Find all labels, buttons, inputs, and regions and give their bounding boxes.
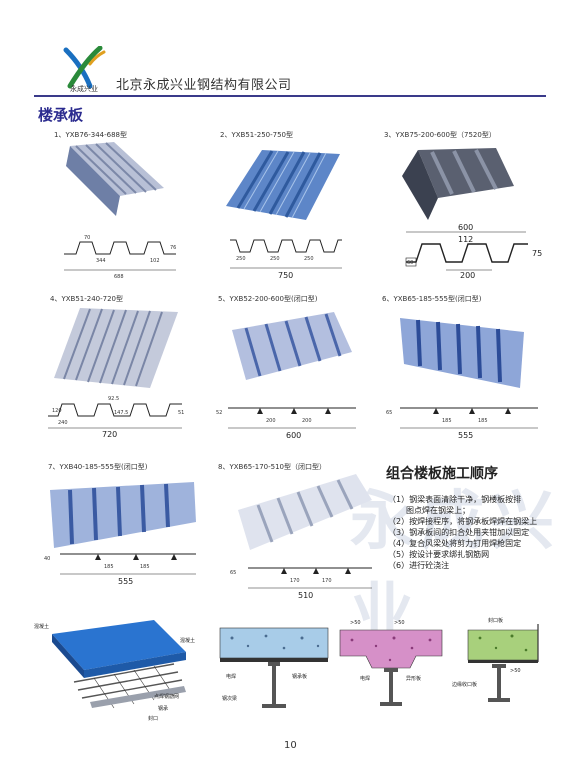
product-8-label: 8、YXB65-170-510型（闭口型） (218, 463, 327, 471)
p4-dim-720: 720 (102, 430, 117, 438)
construction-steps: （1）钢梁表面清除干净，钢楼板按排 图点焊在钢梁上； （2）按焊接程序，将钢承板… (388, 494, 537, 571)
d1-label-concrete-b: 混凝土 (180, 637, 195, 644)
p4-dim-92.5: 92.5 (108, 396, 119, 402)
product-5-label: 5、YXB52-200-600型(闭口型) (218, 295, 318, 303)
step-line: （6）进行砼浇注 (388, 561, 450, 570)
p8-dim-170-a: 170 (290, 578, 300, 584)
p6-dim-185-a: 185 (442, 418, 452, 424)
step-line: （1）钢梁表面清除干净，钢楼板按排 (388, 495, 522, 504)
product-6-profile: 65 185 185 555 (386, 407, 538, 440)
p4-dim-240: 240 (58, 420, 68, 426)
p7-dim-185-a: 185 (104, 564, 114, 570)
product-2-profile: 250 250 250 750 (230, 239, 342, 280)
p3-dim-112: 112 (458, 235, 473, 244)
logo-text: 永成兴业 (70, 85, 98, 93)
d2-label-secondary-beam: 钢次梁 (222, 695, 237, 702)
d1-label-concrete-a: 混凝土 (34, 623, 49, 630)
edge-closure-diagram: 封口板 >50 边缘收口板 (452, 617, 539, 702)
d1-label-deck: 钢承 (158, 705, 168, 712)
product-1-label: 1、YXB76-344-688型 (54, 131, 128, 139)
p1-dim-688: 688 (114, 274, 124, 280)
p3-dim-75: 75 (532, 249, 542, 258)
p7-dim-185-b: 185 (140, 564, 150, 570)
p3-dim-200: 200 (460, 271, 475, 280)
company-name: 北京永成兴业钢结构有限公司 (116, 78, 292, 93)
p5-dim-200-a: 200 (266, 418, 276, 424)
page-number: 10 (284, 740, 297, 751)
product-7-label: 7、YXB40-185-555型(闭口型) (48, 463, 148, 471)
p6-dim-555: 555 (458, 431, 473, 440)
beam-section-diagram: 电焊 钢承板 钢次梁 (219, 627, 329, 708)
product-3-profile: 600 112 75 60 200 (405, 223, 542, 280)
step-line: （2）按焊接程序，将钢承板焊焊在钢梁上 (388, 517, 538, 526)
construction-title: 组合楼板施工顺序 (386, 466, 498, 482)
p1-dim-344: 344 (96, 258, 106, 264)
step-line: （3）钢承板间的扣合处用夹钳加以固定 (388, 528, 530, 537)
d3-label-gt50-b: >50 (394, 620, 405, 626)
p5-dim-600: 600 (286, 431, 301, 440)
d2-label-deck: 钢承板 (292, 673, 307, 680)
d4-label-closure-plate: 封口板 (488, 617, 503, 624)
product-2-label: 2、YXB51-250-750型 (220, 131, 294, 139)
product-1-profile: 70 344 102 76 688 (64, 235, 176, 280)
product-7-profile: 40 185 185 555 (44, 553, 196, 586)
company-logo: 永成兴业 (60, 45, 114, 94)
p6-dim-185-b: 185 (478, 418, 488, 424)
d3-label-weld: 电焊 (360, 675, 370, 682)
product-3-label: 3、YXB75-200-600型（7520型） (384, 131, 496, 139)
p4-dim-120: 120 (52, 408, 62, 414)
product-1-image (66, 142, 164, 216)
header-rule (34, 95, 546, 97)
product-7-image (50, 482, 196, 548)
p1-dim-102: 102 (150, 258, 160, 264)
p4-dim-147.5: 147.5 (114, 410, 128, 416)
p2-dim-250-b: 250 (270, 256, 280, 262)
product-6-label: 6、YXB65-185-555型(闭口型) (382, 295, 482, 303)
p7-dim-555: 555 (118, 577, 133, 586)
product-5-profile: 52 200 200 600 (216, 407, 356, 440)
p2-dim-750: 750 (278, 271, 293, 280)
profiled-plate-diagram: >50 >50 电焊 异形板 (339, 620, 443, 706)
product-2-image (226, 150, 340, 220)
p7-dim-40: 40 (44, 556, 50, 562)
d3-label-profile-plate: 异形板 (406, 675, 421, 682)
p8-dim-170-b: 170 (322, 578, 332, 584)
product-5-image (232, 312, 352, 380)
d4-label-edge-trim: 边缘收口板 (452, 681, 477, 688)
product-4-image (54, 308, 178, 388)
product-3-image (402, 148, 514, 220)
p5-dim-200-b: 200 (302, 418, 312, 424)
d2-label-weld: 电焊 (226, 673, 236, 680)
p3-dim-600: 600 (458, 223, 473, 232)
p8-dim-510: 510 (298, 591, 313, 600)
product-4-label: 4、YXB51-240-720型 (50, 295, 124, 303)
watermark: 永成兴业 (350, 485, 560, 651)
step-line: 图点焊在钢梁上； (406, 506, 470, 515)
p3-dim-60: 60 (407, 260, 413, 266)
product-8-image (238, 474, 372, 550)
product-6-image (400, 318, 524, 388)
d1-label-closure: 封口 (148, 715, 158, 722)
d4-label-gt50: >50 (510, 668, 521, 674)
section-title: 楼承板 (38, 106, 84, 124)
product-4-profile: 92.5 120 147.5 51 240 720 (48, 396, 184, 438)
p1-dim-76: 76 (170, 245, 176, 251)
step-line: （5）按设计要求绑扎钢筋网 (388, 550, 490, 559)
product-8-profile: 65 170 170 510 (230, 567, 372, 600)
p4-dim-51: 51 (178, 410, 184, 416)
p2-dim-250-a: 250 (236, 256, 246, 262)
step-line: （4）复合风梁处将剪力钉用焊枪固定 (388, 539, 522, 548)
p2-dim-250-c: 250 (304, 256, 314, 262)
floor-cutaway-diagram: 混凝土 混凝土 点焊钢筋网 钢承 封口 (34, 620, 195, 722)
p8-dim-65: 65 (230, 570, 236, 576)
p5-dim-52: 52 (216, 410, 222, 416)
p1-dim-70: 70 (84, 235, 90, 241)
d1-label-mesh: 点焊钢筋网 (154, 693, 179, 700)
d3-label-gt50-a: >50 (350, 620, 361, 626)
p6-dim-65: 65 (386, 410, 392, 416)
